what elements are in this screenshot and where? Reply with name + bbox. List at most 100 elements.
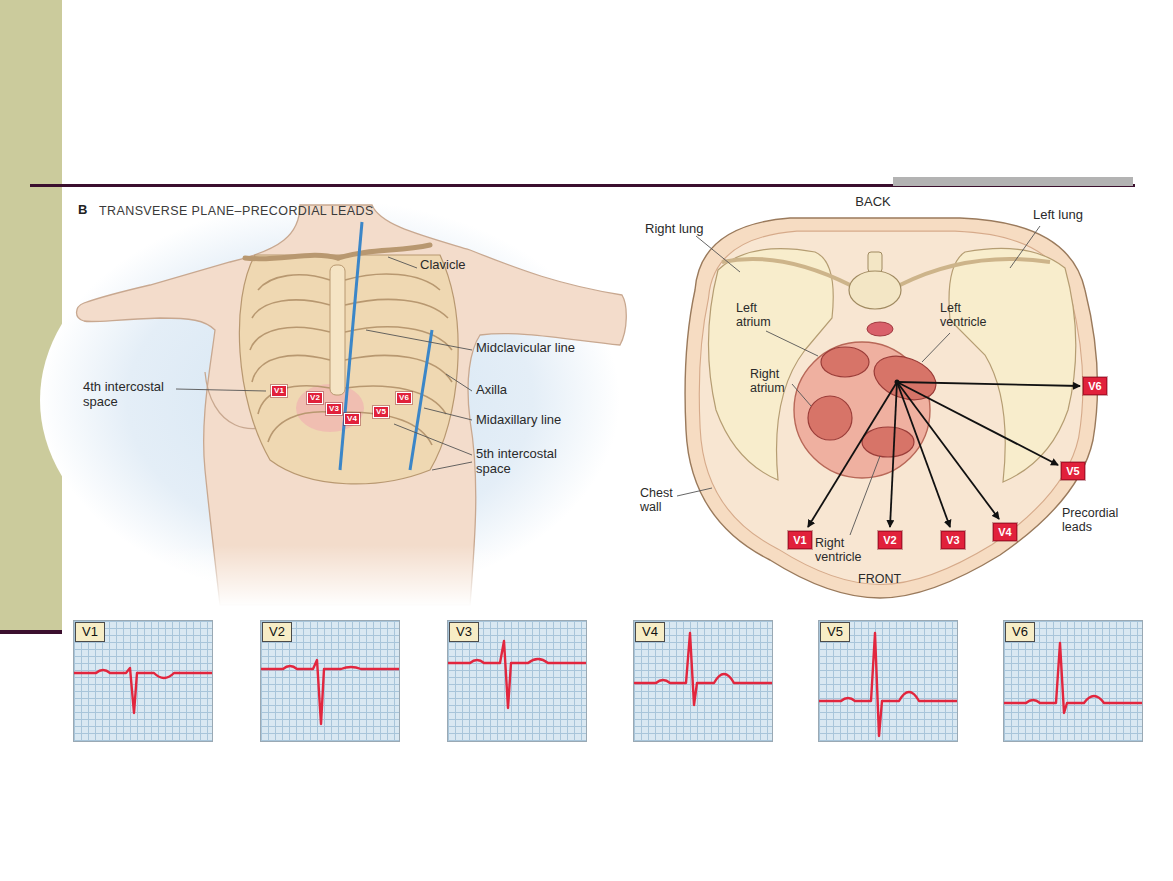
vertebra [849,271,901,309]
ecg-panel: V3 [447,620,587,742]
left-atrium [821,347,869,377]
ecg-waveform [448,641,587,708]
leader-line [696,236,740,272]
electrode-name: V1 [274,387,284,396]
lead-name: V6 [1088,380,1101,392]
vector-origin [895,380,900,385]
leader-line [176,389,266,391]
left-lung [949,248,1076,482]
rib [345,327,452,350]
ecg-waveform [261,660,400,724]
ecg-panel: V6 [1003,620,1143,742]
lead-vector [897,382,1058,465]
leader-line [850,456,880,535]
lead-name-tag: V1 [75,622,105,642]
lead-vector [897,382,1080,386]
leader-line [922,333,950,362]
part-label: 4th intercostal space [83,380,178,410]
leader-line [677,488,712,496]
lead-marker: V1 [788,531,811,549]
rib [250,327,330,350]
electrode-marker: V6 [396,392,412,405]
right-atrium [808,396,852,440]
body-section [685,218,1097,598]
electrode-marker: V4 [344,413,360,426]
leader-line [388,257,417,268]
leader-line [432,462,472,470]
rib [268,412,330,442]
part-label: Left ventricle [940,301,998,330]
lead-vector [897,382,950,527]
lead-name: V5 [1066,465,1079,477]
side-bar [0,0,62,632]
lead-marker: V3 [941,531,964,549]
lead-name: V4 [998,526,1011,538]
part-label: Precordial leads [1062,506,1134,535]
leader-line [394,424,472,455]
lead-name-tag: V2 [262,622,292,642]
rib [252,300,330,318]
part-label: Right ventricle [815,536,875,565]
electrode-name: V4 [347,415,357,424]
ecg-waveform [1004,643,1143,713]
electrode-marker: V5 [373,406,389,419]
lead-name-tag: V5 [820,622,850,642]
ecg-panel: V4 [633,620,773,742]
ecg-panel: V2 [260,620,400,742]
lead-name: V3 [946,534,959,546]
electrode-marker: V3 [326,403,342,416]
lead-name: V2 [883,534,896,546]
side-bar-rule [0,630,62,634]
electrode-marker: V1 [271,385,287,398]
rib [345,274,440,290]
ecg-panel: V5 [818,620,958,742]
part-label: Left atrium [736,301,781,330]
leader-line [1010,226,1040,268]
midclavicular-line [340,222,362,470]
electrode-name: V3 [329,405,339,414]
rib-section [722,259,850,285]
part-label: BACK [843,195,903,210]
lead-vector [808,382,897,527]
part-label: Midclavicular line [476,341,575,356]
leader-line [424,408,472,420]
rib [252,355,330,382]
chest-wall-inner [699,231,1083,584]
rib [345,299,448,318]
electrode-name: V6 [399,394,409,403]
spinous-process [868,252,882,272]
lead-name-tag: V3 [449,622,479,642]
rib [258,386,330,414]
leader-lines [176,257,472,470]
rib [345,355,452,382]
figure-title: TRANSVERSE PLANE–PRECORDIAL LEADS [99,204,374,218]
leader-line [792,384,811,406]
aorta [867,322,893,336]
electrode-marker: V2 [307,392,323,405]
part-label: B [78,203,87,218]
lead-vector [890,382,897,527]
lead-vector [897,382,999,519]
ecg-waveform [819,633,958,736]
leader-line [766,331,818,356]
leader-line [446,374,472,391]
part-label: Axilla [476,383,507,398]
lead-marker: V6 [1083,377,1106,395]
lead-marker: V4 [993,523,1016,541]
part-label: Left lung [1033,208,1083,223]
leader-lines [677,226,1040,535]
part-label: Chest wall [640,486,685,515]
ecg-panel: V1 [73,620,213,742]
lead-marker: V2 [878,531,901,549]
part-label: FRONT [858,572,901,586]
ecg-waveform [634,633,773,705]
part-label: Right atrium [750,367,795,396]
rib-section [900,259,1050,285]
clavicle [338,245,430,258]
electrode-name: V5 [376,408,386,417]
electrode-name: V2 [310,394,320,403]
lead-name-tag: V6 [1005,622,1035,642]
part-label: Midaxillary line [476,413,561,428]
